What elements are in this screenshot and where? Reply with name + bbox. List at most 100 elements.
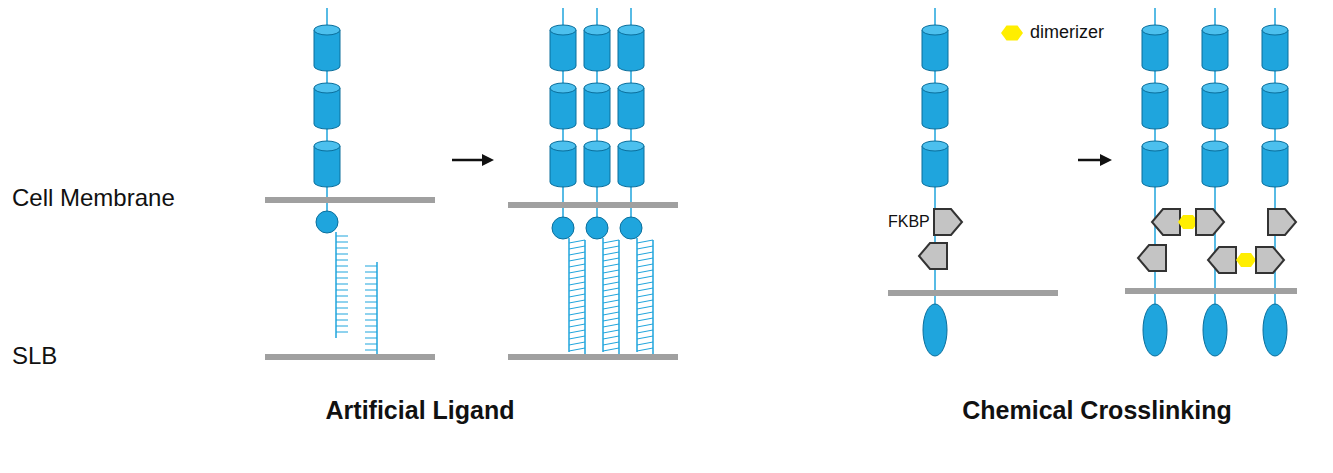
domain-cylinder-top (1262, 141, 1288, 151)
dna-base (365, 338, 377, 339)
dna-base (336, 296, 348, 297)
domain-cylinder (314, 30, 340, 71)
dna-base (637, 246, 653, 249)
domain-cylinder (550, 146, 576, 187)
dna-base (637, 258, 653, 261)
dna-base (603, 336, 619, 339)
domain-cylinder-top (922, 25, 948, 35)
dimerizer-molecule (1236, 253, 1256, 267)
domain-cylinder (584, 146, 610, 187)
panel-title: Artificial Ligand (326, 396, 515, 425)
dna-base (336, 260, 348, 261)
membrane-label: Cell Membrane (12, 184, 175, 212)
domain-cylinder (922, 88, 948, 129)
dna-base (365, 320, 377, 321)
domain-cylinder-top (550, 25, 576, 35)
dna-base (603, 306, 619, 309)
extracellular-domain (923, 304, 947, 356)
fkbp-domain (1138, 245, 1166, 271)
dna-base (336, 284, 348, 285)
domain-cylinder-top (618, 83, 644, 93)
domain-cylinder-top (1142, 25, 1168, 35)
dna-base (637, 240, 653, 243)
dna-base (603, 276, 619, 279)
fkbp-domain (1152, 209, 1180, 235)
domain-cylinder (314, 88, 340, 129)
extracellular-domain (1203, 304, 1227, 356)
dna-base (569, 300, 585, 303)
dna-base (336, 308, 348, 309)
legend-swatch (1000, 23, 1024, 43)
domain-cylinder (584, 30, 610, 71)
membrane-bar (265, 197, 435, 203)
dna-base (637, 342, 653, 345)
fkbp-domain (934, 209, 962, 235)
dna-base (637, 294, 653, 297)
dna-base (569, 330, 585, 333)
domain-cylinder (1202, 146, 1228, 187)
dna-base (603, 294, 619, 297)
dna-strand (376, 262, 378, 357)
domain-cylinder-top (314, 83, 340, 93)
dna-base (603, 264, 619, 267)
dna-base (336, 302, 348, 303)
dna-base (637, 318, 653, 321)
dna-base (569, 246, 585, 249)
membrane-bar (265, 354, 435, 360)
domain-cylinder-top (922, 83, 948, 93)
legend: dimerizer (1000, 22, 1104, 43)
domain-cylinder-top (1262, 83, 1288, 93)
dna-base (569, 342, 585, 345)
dna-base (365, 266, 377, 267)
dna-base (637, 348, 653, 351)
dna-base (603, 300, 619, 303)
dna-base (336, 266, 348, 267)
dna-base (603, 288, 619, 291)
dna-base (603, 270, 619, 273)
dna-base (603, 312, 619, 315)
domain-cylinder-top (1202, 83, 1228, 93)
arrow-shaft (452, 159, 486, 162)
extracellular-domain (1143, 304, 1167, 356)
dna-base (603, 318, 619, 321)
domain-cylinder-top (314, 25, 340, 35)
dna-base (637, 336, 653, 339)
legend-swatch-shape (1001, 25, 1023, 40)
dna-base (637, 306, 653, 309)
dna-base (336, 326, 348, 327)
dna-base (637, 288, 653, 291)
domain-cylinder-top (584, 83, 610, 93)
dna-base (365, 314, 377, 315)
domain-cylinder (1142, 30, 1168, 71)
dna-base (569, 288, 585, 291)
dna-base (336, 332, 348, 333)
domain-cylinder (922, 146, 948, 187)
domain-cylinder (1142, 88, 1168, 129)
domain-cylinder (922, 30, 948, 71)
dna-base (336, 248, 348, 249)
domain-cylinder-top (1142, 83, 1168, 93)
fkbp-domain (919, 243, 947, 269)
domain-cylinder (550, 30, 576, 71)
dna-base (637, 282, 653, 285)
dna-base (603, 246, 619, 249)
dna-strand (652, 240, 654, 355)
dna-base (365, 332, 377, 333)
dna-base (569, 318, 585, 321)
domain-cylinder (314, 146, 340, 187)
domain-cylinder (1262, 30, 1288, 71)
dna-base (336, 278, 348, 279)
domain-cylinder-top (922, 141, 948, 151)
dna-base (365, 326, 377, 327)
dna-base (637, 264, 653, 267)
dna-base (569, 282, 585, 285)
domain-cylinder-top (550, 83, 576, 93)
domain-cylinder-top (618, 141, 644, 151)
arrow-head (482, 154, 494, 166)
membrane-bar (1125, 288, 1297, 294)
dna-base (603, 240, 619, 243)
dna-base (637, 312, 653, 315)
domain-cylinder-top (1262, 25, 1288, 35)
dna-base (569, 252, 585, 255)
dna-base (569, 312, 585, 315)
